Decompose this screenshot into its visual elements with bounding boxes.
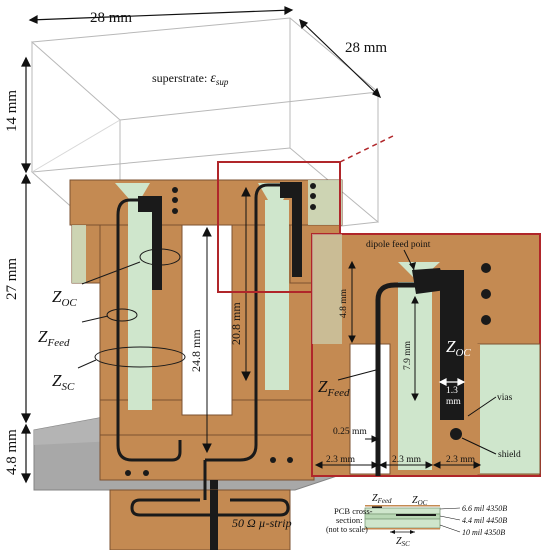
inset-dim-4-8 (348, 260, 356, 344)
inset-dim-0-25 (365, 435, 380, 443)
inset-dim-7-9 (411, 295, 419, 402)
inset-dim-1-3 (438, 378, 466, 386)
inset-label-zfeed: ZFeed (318, 377, 350, 399)
cs-layer-2: 4.4 mil 4450B (462, 516, 507, 525)
dim-24-8 (202, 226, 212, 454)
inset-panel (311, 233, 541, 477)
cross-section (364, 505, 461, 534)
inset-dipole-feed-point: dipole feed point (366, 239, 431, 250)
cs-layer-1: 6.6 mil 4350B (462, 504, 507, 513)
open-stub-left (152, 196, 162, 290)
dim-depth-top: 28 mm (345, 40, 387, 56)
inset-label-2-3a: 2.3 mm (326, 455, 356, 465)
open-stub-right (292, 182, 302, 277)
label-24-8: 24.8 mm (189, 329, 203, 372)
inset-label-4-8: 4.8 mm (339, 288, 349, 318)
inset-dim-2-3 (314, 461, 482, 469)
cs-title-1: PCB cross- (334, 506, 373, 516)
label-20-8: 20.8 mm (229, 302, 243, 345)
inset-label-7-9: 7.9 mm (403, 340, 413, 370)
dim-ground-height: 4.8 mm (4, 429, 20, 475)
cs-zfeed: ZFeed (372, 493, 392, 505)
label-zoc: ZOC (52, 287, 77, 309)
inset-label-2-3c: 2.3 mm (446, 455, 476, 465)
feed-traces (116, 183, 290, 517)
inset-label-vias: vias (497, 393, 513, 403)
dim-superstrate-height: 14 mm (4, 90, 20, 132)
impedance-markers (77, 248, 186, 369)
cs-title-2: section: (336, 515, 362, 525)
superstrate-label: superstrate: εsup (152, 71, 229, 87)
inset-label-shield: shield (498, 450, 521, 460)
dim-pcb-height: 27 mm (4, 258, 20, 300)
dim-arrows-top (28, 6, 382, 99)
dim-width-top: 28 mm (90, 10, 132, 26)
label-zsc: ZSC (52, 371, 75, 393)
cs-layer-3: 10 mil 4350B (462, 528, 505, 537)
cs-title-3: (not to scale) (326, 525, 368, 534)
vias-top (125, 183, 316, 476)
cs-zsc: ZSC (396, 536, 410, 548)
inset-label-1-3a: 1.3 (446, 386, 458, 396)
dim-arrows-left (21, 56, 31, 484)
inset-label-0-25: 0.25 mm (333, 427, 367, 437)
label-microstrip: 50 Ω µ-strip (232, 516, 292, 530)
inset-label-zoc: ZOC (446, 337, 471, 359)
inset-label-1-3b: mm (446, 397, 461, 407)
cs-zoc: ZOC (412, 495, 428, 507)
inset-label-2-3b: 2.3 mm (392, 455, 422, 465)
label-zfeed: ZFeed (38, 327, 70, 349)
dim-20-8 (241, 186, 251, 382)
inset-source-frame (217, 161, 341, 293)
